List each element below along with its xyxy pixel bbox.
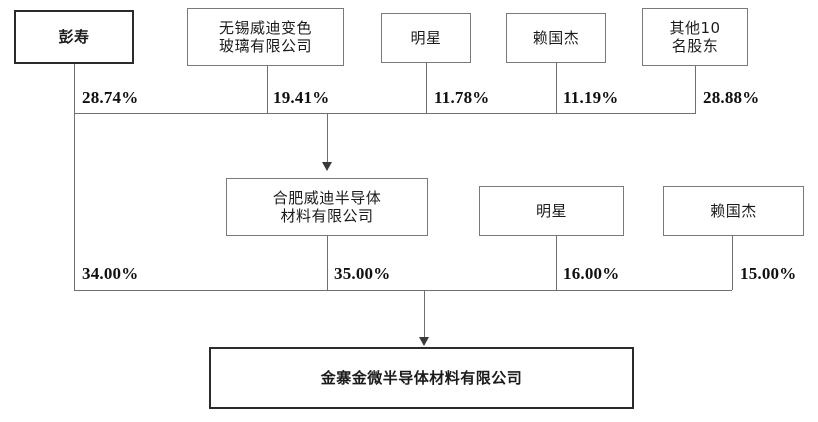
edge-line-wuxi-weidi-drop (267, 66, 268, 113)
node-laiguojie-top-label: 赖国杰 (532, 28, 580, 47)
pct-hefei-to-jinzhai: 35.00% (334, 264, 391, 283)
node-laiguojie-top[interactable]: 赖国杰 (506, 13, 606, 63)
pct-wuxi-to-hefei: 19.41% (273, 88, 330, 107)
edge-line-bus-to-jinzhai (424, 290, 425, 339)
node-laiguojie-mid[interactable]: 赖国杰 (663, 186, 804, 236)
arrowhead-into-hefei-weidi (322, 162, 332, 171)
pct-laiguojie-to-jinzhai: 15.00% (740, 264, 797, 283)
node-mingxing-mid-label: 明星 (535, 201, 567, 220)
node-mingxing-mid[interactable]: 明星 (479, 186, 624, 236)
node-mingxing-top-label: 明星 (410, 28, 442, 47)
node-laiguojie-mid-label: 赖国杰 (710, 201, 757, 220)
node-wuxi-weidi-label: 无锡威迪变色 玻璃有限公司 (218, 18, 312, 55)
pct-mingxing-to-hefei: 11.78% (434, 88, 490, 107)
pct-other-to-hefei: 28.88% (703, 88, 760, 107)
node-pengshou-label: 彭寿 (58, 27, 90, 46)
node-hefei-weidi-label: 合肥威迪半导体 材料有限公司 (272, 188, 382, 225)
edge-line-other-shareholders-drop (695, 66, 696, 113)
bus-line-tier1 (74, 113, 696, 114)
pct-pengshou-to-hefei: 28.74% (82, 88, 139, 107)
edge-line-laiguojie-top-drop (556, 63, 557, 113)
node-other-shareholders-label: 其他10 名股东 (669, 18, 721, 55)
node-mingxing-top[interactable]: 明星 (381, 13, 471, 63)
node-hefei-weidi[interactable]: 合肥威迪半导体 材料有限公司 (226, 178, 428, 236)
pct-pengshou-to-jinzhai: 34.00% (82, 264, 139, 283)
node-other-shareholders[interactable]: 其他10 名股东 (642, 8, 748, 66)
edge-line-pengshou-drop (74, 64, 75, 113)
edge-line-pengshou-to-jinzhai (74, 113, 75, 290)
edge-line-laiguojie-mid-drop (732, 236, 733, 290)
bus-line-tier2 (74, 290, 732, 291)
node-jinzhai-jinwei[interactable]: 金寨金微半导体材料有限公司 (209, 347, 634, 409)
edge-line-bus-to-hefei (327, 113, 328, 164)
edge-line-mingxing-top-drop (426, 63, 427, 113)
node-jinzhai-jinwei-label: 金寨金微半导体材料有限公司 (320, 368, 523, 387)
node-pengshou[interactable]: 彭寿 (14, 10, 134, 64)
node-wuxi-weidi[interactable]: 无锡威迪变色 玻璃有限公司 (187, 8, 344, 66)
edge-line-hefei-weidi-drop (327, 236, 328, 290)
edge-line-mingxing-mid-drop (556, 236, 557, 290)
arrowhead-into-jinzhai-jinwei (419, 337, 429, 346)
pct-mingxing-to-jinzhai: 16.00% (563, 264, 620, 283)
pct-laiguojie-to-hefei: 11.19% (563, 88, 619, 107)
